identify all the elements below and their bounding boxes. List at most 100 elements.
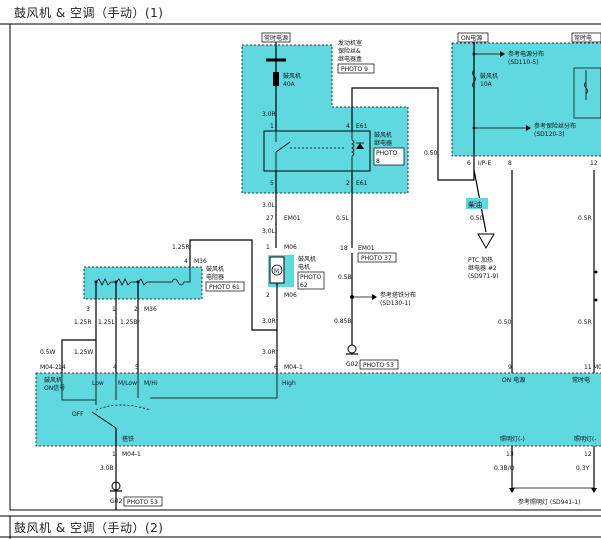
wire-label-0.50-a: 0.50	[424, 150, 438, 157]
switch-ground-label: 搭铁	[122, 435, 134, 443]
wire-label-1.25L: 1.25L	[98, 319, 115, 326]
photo53-b-tag	[123, 496, 163, 507]
switch-pin-11: 11	[584, 364, 592, 371]
relay-pin-5: 5	[270, 180, 274, 187]
ground-g02-b-label: G02	[110, 498, 122, 505]
engine-room-label-1: 发动机室	[338, 39, 362, 47]
switch-mhi: M/Hi	[144, 380, 158, 387]
wire-label-3.0R-c: 3.0R	[262, 349, 276, 356]
photo9-label: PHOTO 9	[341, 66, 368, 73]
wire-label-0.50-c: 0.50	[498, 319, 512, 326]
pin-27: 27	[266, 215, 274, 222]
switch-mlow: M/Low	[118, 380, 137, 387]
on-power-top-label: ON电源	[461, 34, 482, 42]
page-title: 鼓风机 & 空调（手动）(1)	[14, 6, 164, 20]
pin-1-m06: 1	[266, 244, 270, 251]
switch-speed-paths	[95, 373, 278, 405]
conn-m06-b: M06	[284, 292, 297, 299]
switch-high: High	[282, 380, 296, 387]
conn-m0-right: M0	[593, 364, 601, 371]
engine-room-label-2: 保险丝&	[338, 47, 361, 55]
wire-label-0.5B: 0.5B	[338, 274, 352, 281]
blower-motor-label-2: 电机	[298, 263, 310, 271]
splice-right-1	[594, 270, 598, 274]
switch-const-power-label: 常时电	[572, 376, 590, 384]
engine-room-label-3: 继电器盒	[338, 55, 362, 63]
switch-low: Low	[92, 380, 104, 387]
blower-fuse10-label-2: 10A	[480, 81, 493, 88]
blower-motor-label-1: 鼓风机	[298, 255, 316, 263]
ptc-label-1: PTC 加热	[468, 256, 493, 264]
arrow-illum-1-icon	[509, 488, 515, 493]
wire-resistor-motor	[189, 239, 277, 331]
wire-label-3.0L-b: 3.0L	[262, 228, 276, 235]
resistor-label-2: 电阻器	[206, 273, 224, 281]
switch-off: OFF	[72, 411, 84, 418]
ground-g02-b-icon	[111, 481, 121, 491]
arrow-ref-power-icon	[500, 51, 505, 57]
blower-fuse10-label-1: 鼓风机	[480, 72, 498, 80]
resistor-pin-4: 4	[184, 258, 188, 265]
photo8-tag	[373, 147, 405, 166]
switch-pin-6: 6	[274, 364, 278, 371]
switch-pin-5: 5	[135, 364, 139, 371]
blower-switch-area	[36, 373, 601, 446]
blower-relay-label-1: 鼓风机	[374, 131, 392, 139]
switch-blade	[91, 411, 117, 429]
fuse10-icon	[472, 69, 476, 89]
photo8-label-2: 8	[376, 158, 380, 165]
relay-pin-4: 4	[346, 123, 350, 130]
switch-pin-13: 13	[506, 451, 514, 458]
photo61-tag	[205, 281, 245, 292]
photo61-label: PHOTO 61	[209, 284, 240, 291]
blower-fuse-label-2: 40A	[283, 81, 296, 88]
ground-g02-a-label: G02	[346, 361, 358, 368]
engine-room-box-outline	[241, 44, 409, 194]
wire-label-0.5R-b: 0.5R	[578, 319, 592, 326]
ref-power-label-1: 参考电源分布	[508, 50, 544, 58]
on-power-tag	[457, 32, 489, 43]
switch-label-2: ON信号	[44, 384, 65, 392]
ground-g02-a-icon	[347, 344, 357, 354]
wire-label-0.5L: 0.5L	[336, 215, 350, 222]
blower-fuse-label-1: 鼓风机	[283, 72, 301, 80]
switch-pin-4: 4	[113, 364, 117, 371]
pin-2-m06: 2	[266, 292, 270, 299]
wire-label-0.85B: 0.85B	[334, 318, 351, 325]
diesel-tag	[466, 198, 488, 209]
engine-room-fuse-box-area	[242, 45, 332, 118]
wire-relay-to-ip	[351, 87, 475, 181]
right-fuse-box	[573, 67, 601, 119]
fuse-icon	[273, 72, 279, 86]
ref-ground-label-1: 参考搭铁分布	[380, 291, 416, 299]
wire-label-0.50-b: 0.50	[470, 215, 484, 222]
arrow-illum-2-icon	[591, 488, 597, 493]
wire-label-3.0R-b: 3.0R	[262, 318, 276, 325]
photo62-tag	[297, 271, 325, 290]
arrow-ref-fuse-icon	[526, 125, 531, 131]
switch-on-signal-path	[61, 373, 96, 401]
resistor-outline	[83, 266, 203, 300]
photo37-label: PHOTO 37	[361, 255, 392, 262]
ip-pin-right: 12	[590, 160, 598, 167]
wire-on-signal	[61, 339, 96, 373]
page-title-2: 鼓风机 & 空调（手动）(2)	[14, 521, 164, 535]
photo62-label-1: PHOTO	[300, 274, 322, 281]
wire-label-1.25R-b: 1.25R	[74, 319, 92, 326]
conn-m06-a: M06	[284, 244, 297, 251]
relay-e61-top: E61	[356, 123, 368, 130]
wire-label-3.0B: 3.0B	[100, 465, 114, 472]
photo62-label-2: 62	[300, 282, 308, 289]
ptc-connector-icon	[477, 233, 495, 250]
relay-pin-2: 2	[346, 180, 350, 187]
ptc-label-2: 继电器 #2	[468, 264, 497, 272]
junction-box-area	[452, 43, 601, 156]
conn-m36-b: M36	[144, 306, 157, 313]
conn-em01-a: EM01	[284, 215, 301, 222]
conn-ip-e: I/P-E	[478, 160, 491, 167]
relay-diode-icon	[356, 143, 364, 149]
wire-label-0.5R-a: 0.5R	[578, 215, 592, 222]
switch-arc	[95, 404, 151, 411]
wire-label-1.25W: 1.25W	[74, 349, 93, 356]
